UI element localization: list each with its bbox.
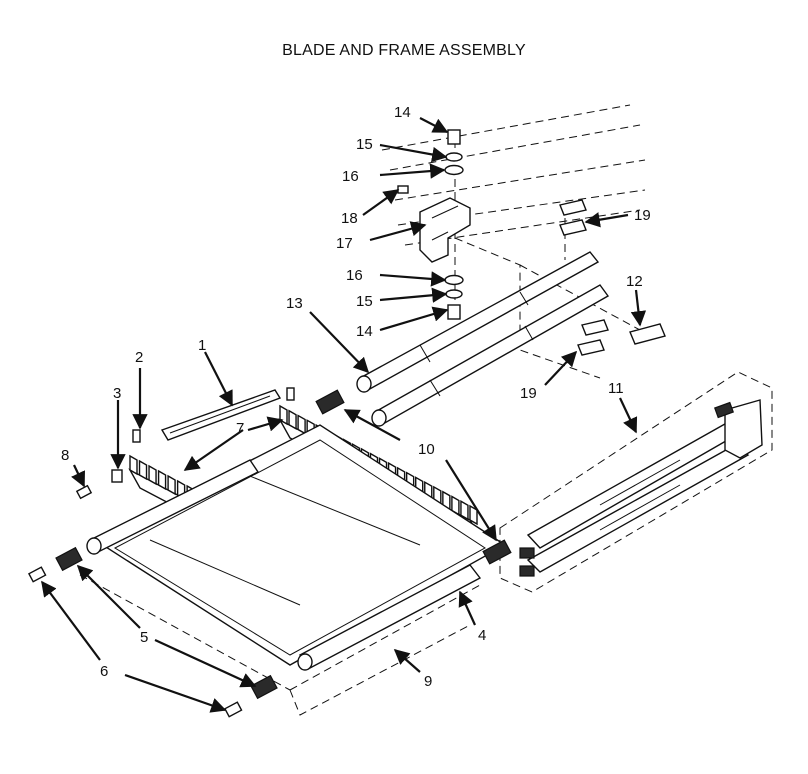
part-4-roller bbox=[86, 459, 482, 671]
part-9-roller-outline bbox=[289, 624, 471, 716]
callout-19-upper: 19 bbox=[634, 207, 651, 224]
fasteners-upper-stack bbox=[397, 129, 464, 194]
callout-9: 9 bbox=[424, 673, 432, 690]
part-13-rods bbox=[356, 251, 610, 427]
callout-7: 7 bbox=[236, 420, 244, 437]
diagram-title: BLADE AND FRAME ASSEMBLY bbox=[282, 42, 526, 59]
callout-15-upper: 15 bbox=[356, 136, 373, 153]
callout-14-upper: 14 bbox=[394, 104, 411, 121]
callout-13: 13 bbox=[286, 295, 303, 312]
callout-16-lower: 16 bbox=[346, 267, 363, 284]
callout-4: 4 bbox=[478, 627, 486, 644]
callout-2: 2 bbox=[135, 349, 143, 366]
callout-14-lower: 14 bbox=[356, 323, 373, 340]
callout-8: 8 bbox=[61, 447, 69, 464]
callout-17: 17 bbox=[336, 235, 353, 252]
callout-16-upper: 16 bbox=[342, 168, 359, 185]
callout-1: 1 bbox=[198, 337, 206, 354]
callout-19-lower: 19 bbox=[520, 385, 537, 402]
small-hardware bbox=[27, 387, 512, 718]
callout-5: 5 bbox=[140, 629, 148, 646]
callout-labels: 14 15 16 18 17 19 16 15 14 13 12 19 11 2… bbox=[61, 104, 651, 690]
part-1-blade bbox=[160, 389, 282, 441]
callout-3: 3 bbox=[113, 385, 121, 402]
callout-6: 6 bbox=[100, 663, 108, 680]
part-11-cylinder-assembly bbox=[519, 399, 763, 577]
part-11-enclosure bbox=[499, 371, 773, 593]
leader-arrows bbox=[41, 117, 647, 713]
part-17-bracket bbox=[419, 197, 471, 263]
callout-15-lower: 15 bbox=[356, 293, 373, 310]
part-19-plates bbox=[559, 199, 609, 356]
callout-10: 10 bbox=[418, 441, 435, 458]
callout-12: 12 bbox=[626, 273, 643, 290]
part-12-block bbox=[629, 323, 666, 345]
callout-18: 18 bbox=[341, 210, 358, 227]
callout-11: 11 bbox=[608, 380, 624, 397]
fasteners-lower-stack bbox=[444, 274, 464, 320]
